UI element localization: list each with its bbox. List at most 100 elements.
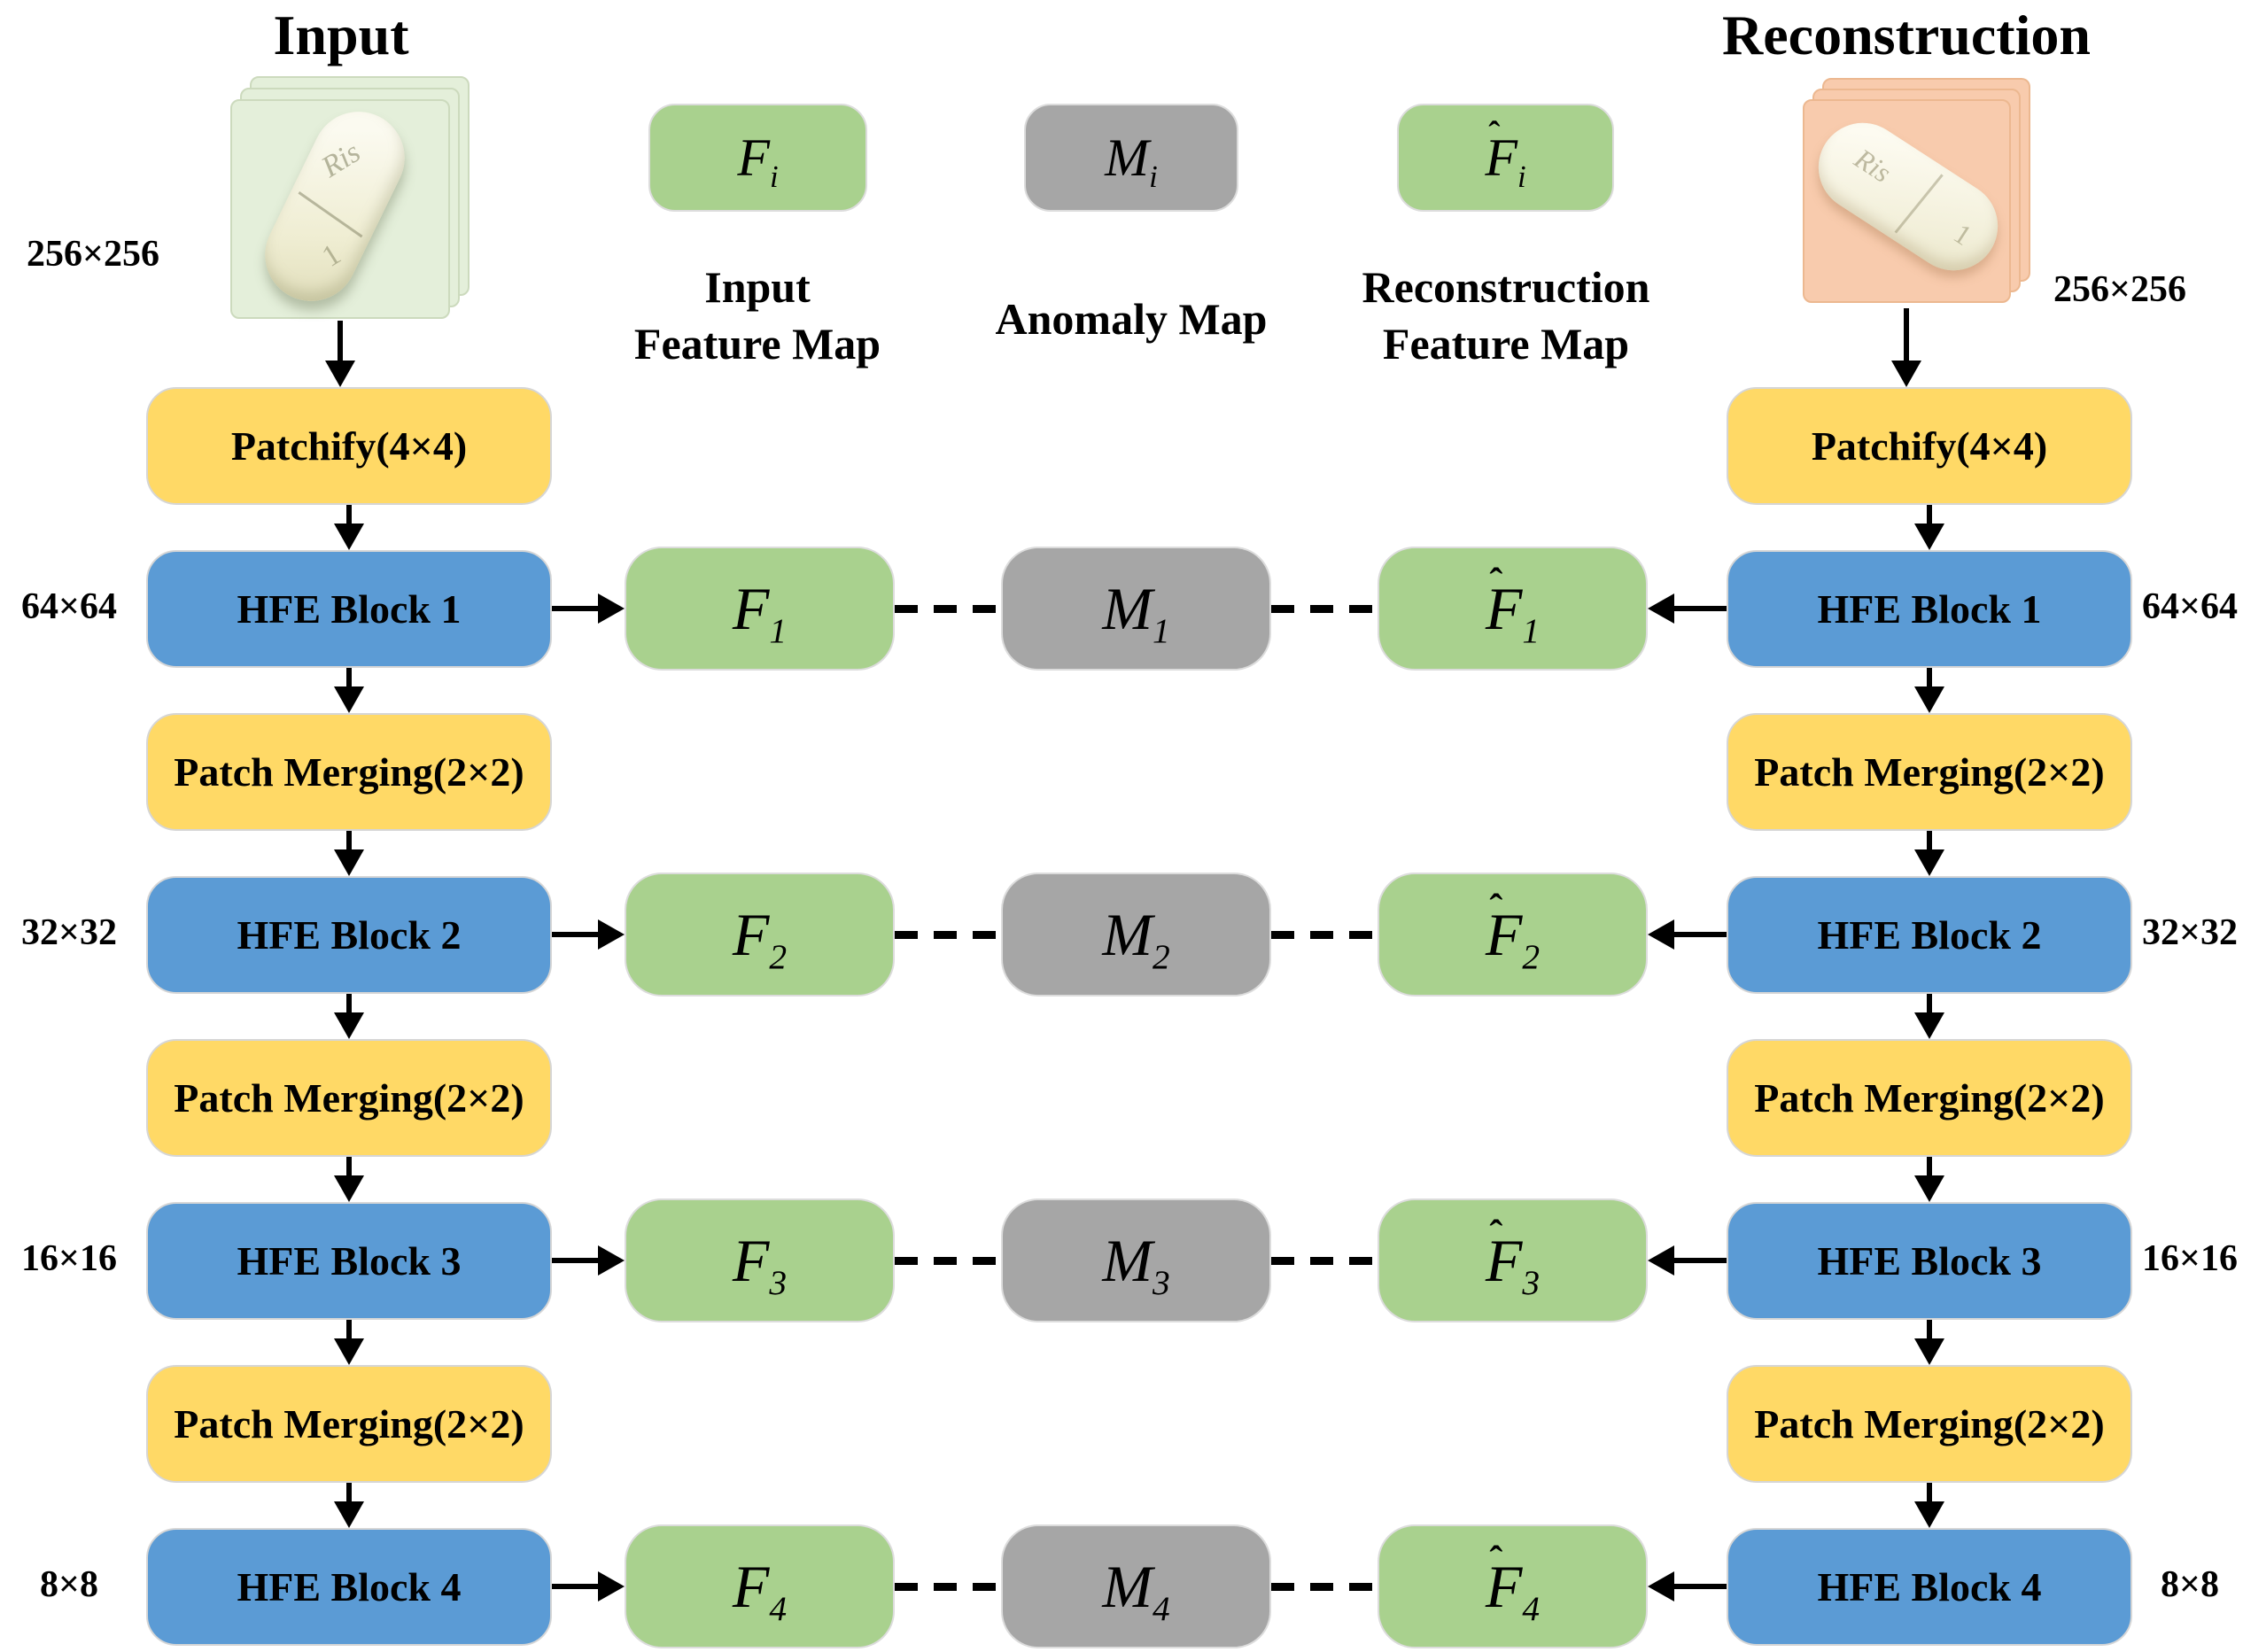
patch-merging-3-right: Patch Merging(2×2) [1727, 1365, 2132, 1483]
feature-box-f3: F3 [625, 1198, 895, 1322]
hfe-block-3-left: HFE Block 3 [146, 1202, 552, 1320]
legend-input-feature-caption: Input Feature Map [633, 262, 881, 368]
patchify-block-right: Patchify(4×4) [1727, 387, 2132, 505]
size-label-16-left: 16×16 [21, 1238, 117, 1279]
feature-box-f1: F1 [625, 547, 895, 671]
hfe-block-4-right: HFE Block 4 [1727, 1528, 2132, 1646]
size-label-8-left: 8×8 [40, 1564, 98, 1605]
arrow-hfe3-to-f3 [552, 1245, 625, 1276]
size-label-8-right: 8×8 [2161, 1564, 2219, 1605]
arrow-left-1 [334, 505, 364, 550]
arrow-hfe2-to-fhat2 [1648, 919, 1727, 950]
arrow-recon-to-patchify [1891, 308, 1921, 387]
input-image-card-front: Ris 1 [230, 96, 450, 319]
input-title: Input [273, 4, 409, 66]
arrow-hfe2-to-f2 [552, 919, 625, 950]
patch-merging-1-left: Patch Merging(2×2) [146, 713, 552, 831]
hfe-block-3-right: HFE Block 3 [1727, 1202, 2132, 1320]
dashed-link-m3-fhat3 [1271, 1257, 1378, 1265]
m1-symbol: M1 [1102, 575, 1170, 650]
m2-symbol: M2 [1102, 901, 1170, 976]
recon-pill-score-line [1894, 174, 1944, 234]
legend-input-feature-box: Fi [648, 104, 867, 212]
recon-pill-image: Ris 1 [1801, 105, 2015, 288]
recon-size-label: 256×256 [2053, 269, 2186, 310]
patch-merging-2-left: Patch Merging(2×2) [146, 1039, 552, 1157]
hfe-block-2-left: HFE Block 2 [146, 876, 552, 994]
arrow-right-1 [1914, 505, 1944, 550]
legend-input-feature-symbol: Fi [737, 128, 779, 195]
pill-imprint-text: Ris [315, 136, 367, 184]
feature-box-f4: F4 [625, 1524, 895, 1648]
dashed-link-m2-fhat2 [1271, 931, 1378, 939]
size-label-64-left: 64×64 [21, 586, 117, 627]
size-label-64-right: 64×64 [2142, 586, 2238, 627]
patch-merging-1-right: Patch Merging(2×2) [1727, 713, 2132, 831]
dashed-link-f4-m4 [895, 1583, 1001, 1591]
recon-pill-imprint-number: 1 [1948, 217, 1978, 252]
arrow-right-6 [1914, 1320, 1944, 1365]
input-size-label: 256×256 [27, 234, 159, 275]
arrow-hfe3-to-fhat3 [1648, 1245, 1727, 1276]
anomaly-box-m1: M1 [1001, 547, 1271, 671]
hfe-block-2-right: HFE Block 2 [1727, 876, 2132, 994]
arrow-right-2 [1914, 668, 1944, 713]
anomaly-box-m2: M2 [1001, 873, 1271, 997]
m4-symbol: M4 [1102, 1553, 1170, 1628]
arrow-hfe4-to-fhat4 [1648, 1571, 1727, 1602]
patch-merging-3-left: Patch Merging(2×2) [146, 1365, 552, 1483]
arrow-left-4 [334, 994, 364, 1039]
dashed-link-f2-m2 [895, 931, 1001, 939]
reconstruction-title: Reconstruction [1722, 4, 2091, 66]
input-pill-image: Ris 1 [249, 96, 421, 317]
m3-symbol: M3 [1102, 1227, 1170, 1302]
arrow-input-to-patchify [325, 321, 355, 387]
arrow-right-5 [1914, 1157, 1944, 1202]
arrow-left-6 [334, 1320, 364, 1365]
dashed-link-f3-m3 [895, 1257, 1001, 1265]
f4-symbol: F4 [732, 1553, 788, 1628]
size-label-16-right: 16×16 [2142, 1238, 2238, 1279]
dashed-link-f1-m1 [895, 605, 1001, 613]
hfe-block-1-right: HFE Block 1 [1727, 550, 2132, 668]
anomaly-box-m3: M3 [1001, 1198, 1271, 1322]
arrow-hfe4-to-f4 [552, 1571, 625, 1602]
arrow-left-5 [334, 1157, 364, 1202]
hfe-block-1-left: HFE Block 1 [146, 550, 552, 668]
legend-anomaly-map-caption: Anomaly Map [995, 294, 1268, 344]
arrow-hfe1-to-fhat1 [1648, 593, 1727, 624]
arrow-right-4 [1914, 994, 1944, 1039]
arrow-right-7 [1914, 1483, 1944, 1528]
arrow-left-3 [334, 831, 364, 876]
arrow-left-2 [334, 668, 364, 713]
pill-score-line [298, 191, 364, 238]
size-label-32-left: 32×32 [21, 912, 117, 953]
legend-anomaly-map-box: Mi [1024, 104, 1238, 212]
dashed-link-m4-fhat4 [1271, 1583, 1378, 1591]
arrow-right-3 [1914, 831, 1944, 876]
f3-symbol: F3 [732, 1227, 788, 1302]
legend-recon-feature-caption: Reconstruction Feature Map [1362, 262, 1650, 368]
f2-symbol: F2 [732, 901, 788, 976]
patchify-block-left: Patchify(4×4) [146, 387, 552, 505]
feature-box-f2: F2 [625, 873, 895, 997]
arrow-hfe1-to-f1 [552, 593, 625, 624]
size-label-32-right: 32×32 [2142, 912, 2238, 953]
hfe-block-4-left: HFE Block 4 [146, 1528, 552, 1646]
arrow-left-7 [334, 1483, 364, 1528]
f1-symbol: F1 [732, 575, 788, 650]
legend-anomaly-map-symbol: Mi [1105, 128, 1158, 195]
patch-merging-2-right: Patch Merging(2×2) [1727, 1039, 2132, 1157]
dashed-link-m1-fhat1 [1271, 605, 1378, 613]
